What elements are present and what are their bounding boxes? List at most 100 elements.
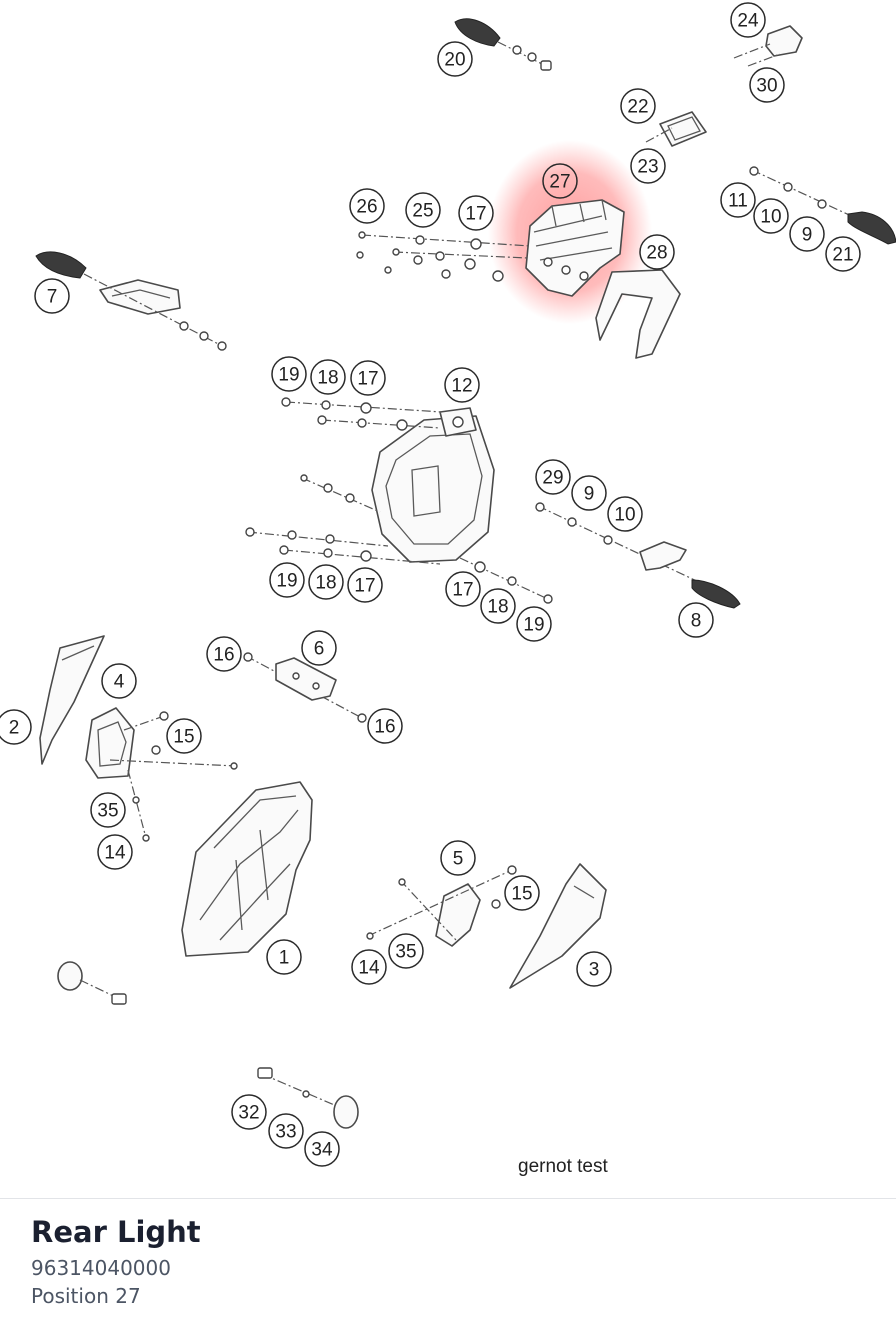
callout-35[interactable]: 35 bbox=[388, 933, 424, 969]
callout-12[interactable]: 12 bbox=[444, 367, 480, 403]
callout-18[interactable]: 18 bbox=[308, 564, 344, 600]
part-20-indicator[interactable] bbox=[454, 18, 552, 71]
callout-label: 24 bbox=[737, 11, 759, 32]
callout-label: 19 bbox=[278, 365, 299, 386]
part-27-rear-light[interactable] bbox=[525, 199, 625, 297]
callout-label: 17 bbox=[357, 369, 378, 390]
callout-label: 6 bbox=[314, 639, 325, 660]
callout-22[interactable]: 22 bbox=[620, 88, 656, 124]
callout-17[interactable]: 17 bbox=[347, 567, 383, 603]
callout-label: 32 bbox=[238, 1103, 259, 1124]
part-position: Position 27 bbox=[31, 1284, 141, 1308]
part-8-indicator[interactable] bbox=[535, 502, 741, 609]
part-26-25-17-hardware[interactable] bbox=[356, 231, 531, 282]
callout-label: 17 bbox=[465, 204, 486, 225]
callout-label: 9 bbox=[584, 484, 595, 505]
callout-33[interactable]: 33 bbox=[268, 1113, 304, 1149]
part-7-indicator[interactable] bbox=[35, 251, 227, 351]
callout-20[interactable]: 20 bbox=[437, 41, 473, 77]
callout-label: 10 bbox=[760, 207, 781, 228]
callout-label: 19 bbox=[276, 571, 297, 592]
callout-3[interactable]: 3 bbox=[576, 951, 612, 987]
bulb-left[interactable] bbox=[57, 961, 127, 1005]
callout-15[interactable]: 15 bbox=[504, 875, 540, 911]
callout-17[interactable]: 17 bbox=[458, 195, 494, 231]
callout-label: 3 bbox=[589, 960, 600, 981]
callout-label: 7 bbox=[47, 287, 58, 308]
callout-label: 15 bbox=[173, 727, 194, 748]
callout-18[interactable]: 18 bbox=[480, 588, 516, 624]
callout-label: 26 bbox=[356, 197, 377, 218]
callout-17[interactable]: 17 bbox=[350, 360, 386, 396]
callout-32[interactable]: 32 bbox=[231, 1094, 267, 1130]
part-5-mount[interactable] bbox=[366, 865, 517, 947]
callout-18[interactable]: 18 bbox=[310, 359, 346, 395]
callout-label: 8 bbox=[691, 611, 702, 632]
part-19-18-17-hardware[interactable] bbox=[245, 397, 553, 604]
callout-label: 12 bbox=[451, 376, 472, 397]
callout-label: 4 bbox=[114, 672, 125, 693]
callout-1[interactable]: 1 bbox=[266, 939, 302, 975]
part-28-gasket[interactable] bbox=[595, 269, 681, 359]
part-24-lamp[interactable] bbox=[733, 25, 803, 67]
panel-divider bbox=[0, 1198, 896, 1199]
callout-label: 19 bbox=[523, 615, 544, 636]
callout-14[interactable]: 14 bbox=[351, 949, 387, 985]
callout-label: 5 bbox=[453, 849, 464, 870]
callout-9[interactable]: 9 bbox=[571, 475, 607, 511]
part-1-headlight[interactable] bbox=[181, 781, 313, 957]
part-4-mount[interactable] bbox=[85, 707, 238, 842]
callout-5[interactable]: 5 bbox=[440, 840, 476, 876]
callout-15[interactable]: 15 bbox=[166, 718, 202, 754]
callout-label: 18 bbox=[317, 368, 338, 389]
callout-9[interactable]: 9 bbox=[789, 216, 825, 252]
callout-label: 17 bbox=[452, 580, 473, 601]
part-6-bracket[interactable] bbox=[243, 652, 367, 723]
callout-6[interactable]: 6 bbox=[301, 630, 337, 666]
part-32-socket[interactable] bbox=[257, 1067, 359, 1129]
part-info-panel: Rear Light 96314040000 Position 27 bbox=[0, 1199, 896, 1335]
part-12-bracket[interactable] bbox=[371, 407, 495, 563]
callout-23[interactable]: 23 bbox=[630, 148, 666, 184]
callout-8[interactable]: 8 bbox=[678, 602, 714, 638]
callout-label: 10 bbox=[614, 505, 635, 526]
callout-label: 30 bbox=[756, 76, 777, 97]
callout-30[interactable]: 30 bbox=[749, 67, 785, 103]
callout-19[interactable]: 19 bbox=[516, 606, 552, 642]
diagram-canvas: 2024302223272625171110921287191817122991… bbox=[0, 2, 896, 1167]
part-21-indicator[interactable] bbox=[749, 166, 896, 245]
callout-label: 15 bbox=[511, 884, 532, 905]
callout-16[interactable]: 16 bbox=[206, 636, 242, 672]
callout-label: 17 bbox=[354, 576, 375, 597]
callout-21[interactable]: 21 bbox=[825, 236, 861, 272]
callout-26[interactable]: 26 bbox=[349, 188, 385, 224]
callout-19[interactable]: 19 bbox=[269, 562, 305, 598]
callout-11[interactable]: 11 bbox=[720, 182, 756, 218]
callout-label: 11 bbox=[728, 191, 748, 212]
part-3-side-panel[interactable] bbox=[509, 863, 607, 989]
callout-27[interactable]: 27 bbox=[542, 163, 578, 199]
callout-24[interactable]: 24 bbox=[730, 2, 766, 38]
callout-16[interactable]: 16 bbox=[367, 708, 403, 744]
part-2-side-panel[interactable] bbox=[39, 635, 105, 765]
callout-25[interactable]: 25 bbox=[405, 192, 441, 228]
part-22-plate-lamp[interactable] bbox=[645, 111, 707, 147]
callout-label: 35 bbox=[395, 942, 416, 963]
callout-28[interactable]: 28 bbox=[639, 234, 675, 270]
callout-label: 16 bbox=[374, 717, 395, 738]
callout-34[interactable]: 34 bbox=[304, 1131, 340, 1167]
callout-10[interactable]: 10 bbox=[607, 496, 643, 532]
callout-10[interactable]: 10 bbox=[753, 198, 789, 234]
callout-label: 22 bbox=[627, 97, 648, 118]
callout-29[interactable]: 29 bbox=[535, 459, 571, 495]
callout-7[interactable]: 7 bbox=[34, 278, 70, 314]
callout-14[interactable]: 14 bbox=[97, 834, 133, 870]
callout-label: 14 bbox=[358, 958, 380, 979]
callout-4[interactable]: 4 bbox=[101, 663, 137, 699]
callout-2[interactable]: 2 bbox=[0, 709, 32, 745]
callout-17[interactable]: 17 bbox=[445, 571, 481, 607]
callout-19[interactable]: 19 bbox=[271, 356, 307, 392]
callout-35[interactable]: 35 bbox=[90, 792, 126, 828]
